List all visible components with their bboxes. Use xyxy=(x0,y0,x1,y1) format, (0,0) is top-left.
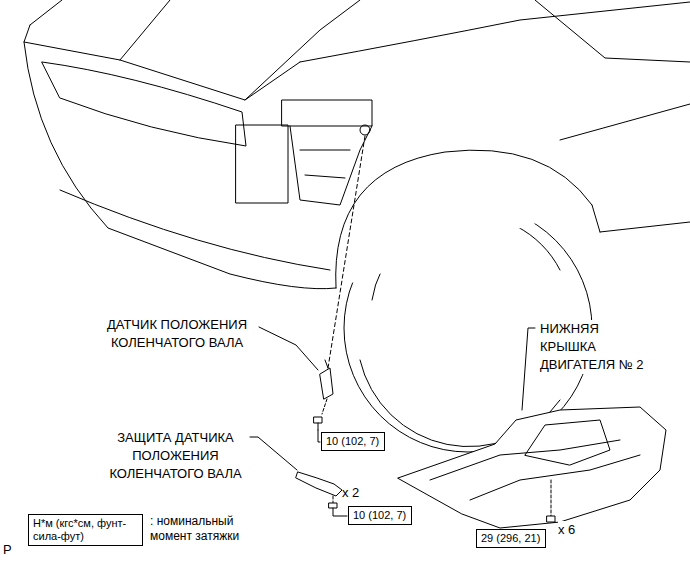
sensor-symbol xyxy=(325,360,328,368)
quantity-note: x 2 xyxy=(342,484,359,502)
bumper-top xyxy=(24,42,300,100)
bumper-outline xyxy=(24,25,336,289)
body-line xyxy=(592,205,600,232)
torque-box: 29 (296, 21) xyxy=(476,529,546,548)
engine-under-cover xyxy=(398,407,666,528)
unit-legend-box: Н*м (кгс*см, фунт-сила-фут) xyxy=(28,514,143,546)
engine-part xyxy=(236,125,288,203)
leader-line xyxy=(522,328,535,410)
body-line xyxy=(600,222,690,232)
body-line xyxy=(300,2,690,62)
leader-line xyxy=(318,430,320,442)
sensor-mount xyxy=(360,125,370,135)
box-text: 10 (102, 7) xyxy=(326,435,380,448)
install-line xyxy=(333,496,334,503)
part-name: НИЖНЯЯ КРЫШКА ДВИГАТЕЛЯ № 2 xyxy=(540,320,654,374)
leader-line xyxy=(259,327,318,370)
install-line xyxy=(322,399,327,414)
wheel-arch xyxy=(336,150,592,288)
hood-line xyxy=(30,0,62,25)
hood-line xyxy=(245,0,360,100)
box-text: 10 (102, 7) xyxy=(353,509,407,522)
quantity-note: x 6 xyxy=(558,521,575,539)
body-line xyxy=(560,104,690,140)
part-name: ЗАЩИТА ДАТЧИКА ПОЛОЖЕНИЯ КОЛЕНЧАТОГО ВАЛ… xyxy=(104,429,247,483)
legend-note: : номинальный момент затяжки xyxy=(150,514,256,544)
box-text: Н*м (кгс*см, фунт-сила-фут) xyxy=(33,517,138,543)
install-line xyxy=(551,480,552,516)
headlight xyxy=(42,62,246,146)
figure-mark: P xyxy=(3,541,12,559)
torque-box: 10 (102, 7) xyxy=(348,506,412,525)
bolt-symbol xyxy=(329,503,347,516)
hood-line xyxy=(120,0,170,60)
cover-rib xyxy=(430,440,640,500)
sensor-symbol xyxy=(320,368,333,399)
part-name: ДАТЧИК ПОЛОЖЕНИЯ КОЛЕНЧАТОГО ВАЛА xyxy=(99,316,255,352)
torque-box: 10 (102, 7) xyxy=(321,432,385,451)
bumper-line xyxy=(60,190,330,270)
install-line xyxy=(328,136,365,368)
engine-part xyxy=(300,150,350,178)
leader-line xyxy=(250,437,297,470)
cover-rib xyxy=(525,420,610,465)
window-line xyxy=(535,0,690,62)
engine-part xyxy=(282,100,372,126)
protector-bracket xyxy=(296,472,342,496)
bolt-symbol xyxy=(547,516,555,522)
bolt-symbol xyxy=(314,417,322,430)
box-text: 29 (296, 21) xyxy=(481,532,541,545)
engine-part xyxy=(290,126,372,205)
